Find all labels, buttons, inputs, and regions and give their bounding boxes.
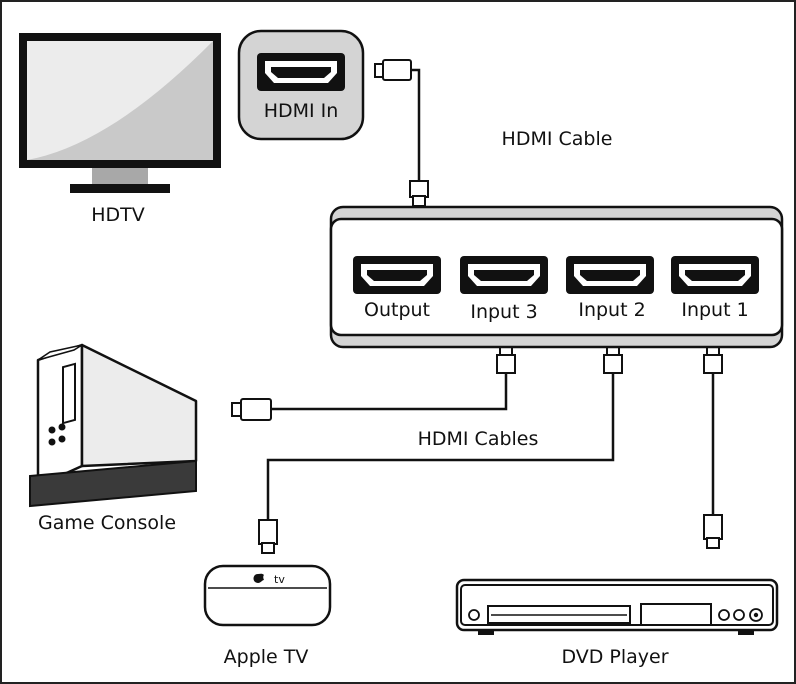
switch-port-input1-label: Input 1: [681, 299, 749, 321]
connector-switch-output: [409, 180, 429, 207]
hdmi-cable-tv: [410, 68, 421, 182]
apple-tv-logo-text: tv: [274, 573, 285, 586]
hdtv-icon: [19, 33, 221, 193]
switch-port-input1-icon: [671, 256, 759, 294]
hdtv-label: HDTV: [91, 204, 145, 226]
connector-switch-input1: [703, 346, 723, 374]
cables: [266, 68, 715, 520]
connector-switch-input2: [603, 346, 623, 374]
switch-port-input3-label: Input 3: [470, 301, 538, 323]
dvd-player-icon: [455, 578, 779, 635]
cable-connectors: [231, 59, 723, 554]
hdmi-in-port-icon: [237, 29, 365, 141]
switch-port-input3-icon: [460, 256, 548, 294]
connector-apple-tv: [258, 519, 278, 554]
connector-hdmi-in: [374, 59, 412, 81]
connector-switch-input3: [496, 346, 516, 374]
switch-port-input2-icon: [566, 256, 654, 294]
apple-logo-icon: [253, 573, 264, 583]
game-console-label: Game Console: [37, 512, 177, 534]
switch-port-output-label: Output: [364, 299, 430, 321]
hdmi-switch-icon: [329, 205, 784, 349]
connector-game-console: [231, 398, 272, 421]
apple-tv-label: Apple TV: [223, 646, 309, 668]
connector-dvd-player: [703, 514, 723, 549]
hdmi-in-label: HDMI In: [263, 100, 339, 122]
switch-port-output-icon: [353, 256, 441, 294]
dvd-player-label: DVD Player: [561, 646, 669, 668]
switch-port-input2-label: Input 2: [578, 299, 646, 321]
hdmi-cable-game-console: [272, 372, 508, 411]
apple-tv-icon: tv: [203, 564, 332, 627]
hdmi-cables-label: HDMI Cables: [417, 428, 539, 450]
game-console-icon: [29, 343, 198, 508]
hdmi-cable-apple-tv: [266, 372, 615, 520]
hdmi-cable-label: HDMI Cable: [501, 128, 613, 150]
